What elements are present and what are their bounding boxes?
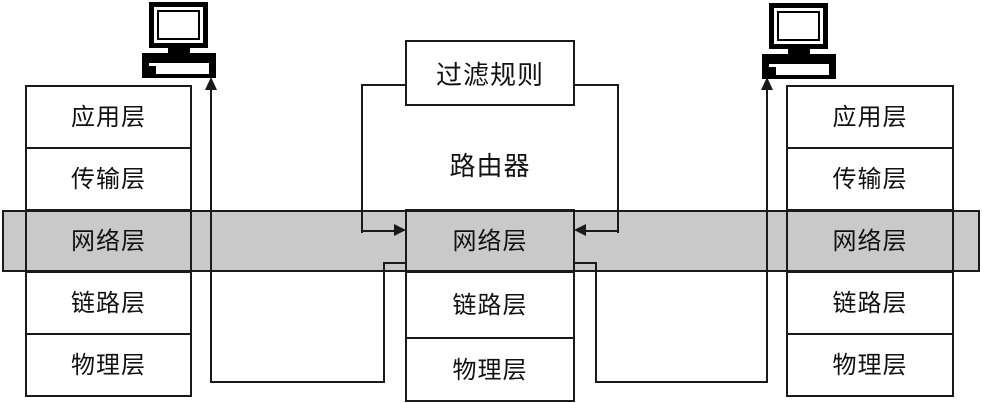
left-link-layer-label: 链路层 xyxy=(71,289,146,317)
left-stack-transport-layer: 传输层 xyxy=(25,147,192,211)
monitor-icon xyxy=(149,2,208,48)
right-stack-application-layer: 应用层 xyxy=(786,85,954,149)
filter-rules-label: 过滤规则 xyxy=(435,60,544,91)
right-application-layer-label: 应用层 xyxy=(832,103,908,131)
right-wire-segment-b xyxy=(595,262,597,383)
router-label: 路由器 xyxy=(449,151,531,182)
right-network-layer-label: 网络层 xyxy=(832,227,908,255)
router-physical-layer-label: 物理层 xyxy=(452,355,528,384)
monitor-stand xyxy=(168,46,190,55)
left-application-layer-label: 应用层 xyxy=(71,103,146,131)
left-stack-link-layer: 链路层 xyxy=(25,271,192,335)
right-stack-network-layer: 网络层 xyxy=(786,209,954,273)
left-physical-layer-label: 物理层 xyxy=(71,351,146,379)
right-wire-segment-a xyxy=(575,262,597,264)
left-desktop-computer-icon xyxy=(142,2,216,81)
computer-base-icon xyxy=(142,53,216,78)
router-right-edge xyxy=(617,84,619,233)
right-physical-layer-label: 物理层 xyxy=(832,351,908,379)
router-physical-layer: 物理层 xyxy=(405,337,575,402)
router-link-layer: 链路层 xyxy=(405,271,575,339)
left-network-layer-label: 网络层 xyxy=(71,227,146,255)
right-desktop-computer-icon xyxy=(762,3,836,82)
left-up-arrowhead-icon xyxy=(205,77,217,90)
router-network-layer: 网络层 xyxy=(405,209,575,273)
left-filter-arrowhead-icon xyxy=(394,224,406,236)
right-wire-upward-line xyxy=(766,88,768,383)
router-left-edge xyxy=(361,84,363,233)
right-wire-segment-c xyxy=(595,381,768,383)
monitor-icon xyxy=(769,3,828,49)
monitor-stand xyxy=(788,47,810,56)
right-up-arrowhead-icon xyxy=(761,77,773,90)
right-link-layer-label: 链路层 xyxy=(832,289,908,317)
right-filter-arrowhead-icon xyxy=(574,224,586,236)
right-stack-transport-layer: 传输层 xyxy=(786,147,954,211)
right-filter-arrow-line xyxy=(586,230,618,232)
left-wire-segment-c xyxy=(210,381,385,383)
filter-rules-box: 过滤规则 xyxy=(405,40,575,106)
router-network-layer-label: 网络层 xyxy=(452,227,528,255)
left-wire-segment-b xyxy=(383,262,385,383)
left-wire-upward-line xyxy=(210,88,212,383)
left-stack-physical-layer: 物理层 xyxy=(25,333,192,397)
left-transport-layer-label: 传输层 xyxy=(71,165,146,193)
right-stack-physical-layer: 物理层 xyxy=(786,333,954,397)
right-transport-layer-label: 传输层 xyxy=(832,165,908,193)
left-wire-segment-a xyxy=(384,262,405,264)
left-filter-arrow-line xyxy=(362,230,396,232)
computer-base-icon xyxy=(762,54,836,79)
left-stack-network-layer: 网络层 xyxy=(25,209,192,273)
left-stack-application-layer: 应用层 xyxy=(25,85,192,149)
right-stack-link-layer: 链路层 xyxy=(786,271,954,335)
router-link-layer-label: 链路层 xyxy=(452,291,528,319)
